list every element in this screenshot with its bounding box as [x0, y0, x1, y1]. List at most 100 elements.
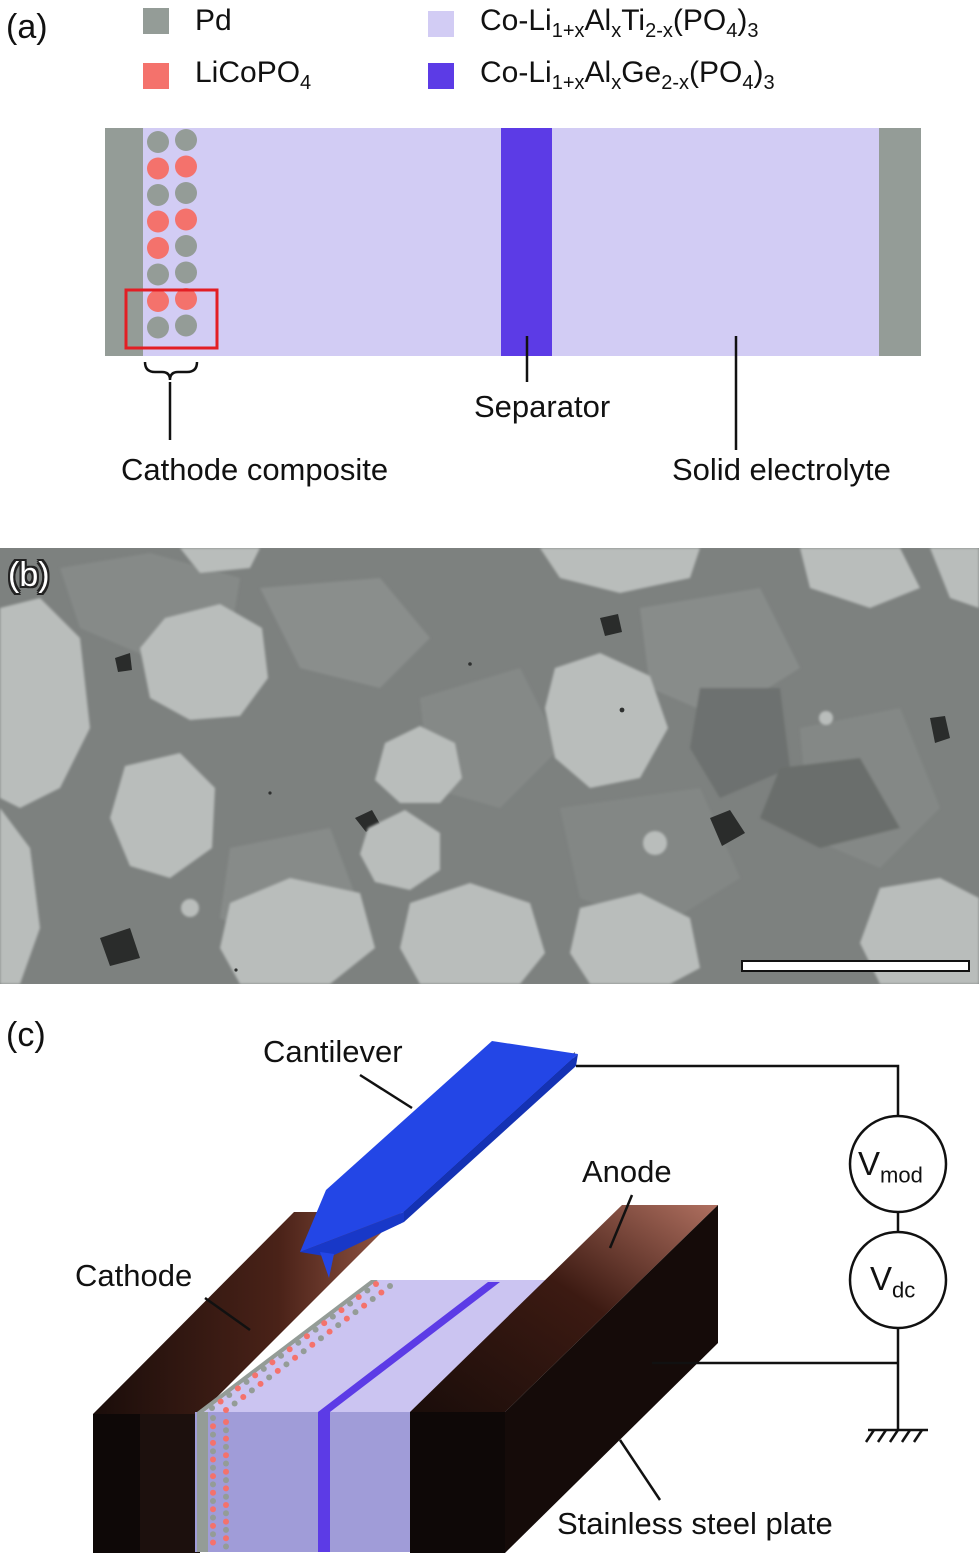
cathode-brace — [143, 361, 199, 381]
pd-particle — [329, 1313, 336, 1320]
licopo4-particle — [338, 1307, 345, 1314]
licopo4-particle — [269, 1359, 276, 1366]
licopo4-particle — [210, 1439, 216, 1446]
licopo4-particle — [274, 1367, 281, 1374]
legend-label-lagp: Co-Li1+xAlxGe2-x(PO4)3 — [480, 56, 775, 94]
separator-front — [318, 1412, 330, 1552]
pd-particle — [210, 1431, 216, 1438]
legend-item-pd: Pd — [143, 4, 232, 38]
pd-particle — [223, 1493, 229, 1500]
licopo4-particle — [286, 1346, 293, 1353]
pd-particle — [243, 1378, 250, 1385]
sem-bright-grains — [0, 548, 979, 984]
pd-particle — [223, 1443, 229, 1450]
licopo4-particle — [378, 1289, 385, 1296]
licopo4-particle — [355, 1294, 362, 1301]
licopo4-particle — [361, 1302, 368, 1309]
highlight-box — [124, 288, 219, 350]
pd-particle — [226, 1391, 233, 1398]
licopo4-particle — [257, 1380, 264, 1387]
sem-image — [0, 548, 979, 984]
pd-particle — [210, 1464, 216, 1471]
licopo4-particle — [210, 1506, 216, 1513]
anode-top-strip — [446, 1282, 626, 1412]
separator-top — [318, 1282, 500, 1412]
pd-particle — [175, 261, 197, 284]
cathode-composite-label: Cathode composite — [121, 452, 389, 487]
separator-label: Separator — [474, 389, 611, 424]
pd-particle — [295, 1339, 302, 1346]
pd-particle — [223, 1477, 229, 1484]
pd-particle — [352, 1309, 359, 1316]
pd-particle — [147, 131, 169, 153]
pd-particle — [278, 1352, 285, 1359]
electrolyte-top — [204, 1280, 626, 1412]
cell-schematic-a — [105, 128, 921, 450]
legend-label-latp: Co-Li1+xAlxTi2-x(PO4)3 — [480, 4, 759, 42]
licopo4-particle — [223, 1502, 229, 1508]
pd-particle — [347, 1300, 354, 1307]
pd-particle — [300, 1348, 307, 1355]
licopo4-particle — [321, 1320, 328, 1327]
licopo4-particle — [223, 1419, 229, 1425]
licopo4-particle — [223, 1535, 229, 1542]
licopo4-particle — [240, 1393, 247, 1400]
sem-micrograph — [0, 548, 979, 984]
licopo4-particle — [223, 1435, 229, 1442]
cantilever-tip — [320, 1252, 334, 1278]
panel-label-c: (c) — [6, 1016, 46, 1054]
pd-particle — [248, 1387, 255, 1394]
pd-particle — [387, 1283, 393, 1289]
licopo4-particle — [223, 1518, 229, 1525]
pd-particle — [210, 1481, 216, 1488]
cantilever-label: Cantilever — [263, 1034, 403, 1069]
cathode-pd-front — [197, 1412, 208, 1552]
pd-particle — [369, 1296, 376, 1303]
solid-electrolyte-label: Solid electrolyte — [672, 452, 891, 487]
legend-swatch-licopo4 — [143, 62, 169, 89]
legend-swatch-latp — [428, 10, 454, 37]
licopo4-particle — [223, 1485, 229, 1492]
licopo4-particle — [303, 1333, 310, 1340]
licopo4-particle — [343, 1315, 350, 1322]
pd-particle — [260, 1365, 267, 1372]
legend-label-pd: Pd — [195, 4, 232, 37]
pd-particle — [147, 263, 169, 286]
panel-label-b: (b) — [8, 556, 50, 594]
licopo4-particle — [223, 1407, 229, 1413]
pd-particle — [283, 1361, 290, 1368]
pd-particle — [210, 1415, 216, 1421]
anode-label: Anode — [582, 1154, 672, 1189]
cantilever-leader — [359, 1073, 413, 1110]
licopo4-particle — [175, 288, 197, 310]
licopo4-particle — [147, 290, 169, 312]
pd-particle — [335, 1322, 342, 1329]
cell-front-face — [195, 1412, 454, 1552]
legend-item-licopo4: LiCoPO4 — [143, 56, 311, 95]
vmod-label: Vmod — [858, 1145, 923, 1188]
vdc-label: Vdc — [870, 1260, 916, 1303]
pd-particle — [210, 1514, 216, 1521]
licopo4-particle — [210, 1473, 216, 1480]
licopo4-particle — [210, 1489, 216, 1496]
pd-particle — [231, 1400, 238, 1407]
licopo4-particle — [234, 1385, 241, 1392]
licopo4-particle — [175, 208, 197, 231]
pd-particle — [209, 1405, 215, 1411]
sem-specks — [234, 662, 625, 972]
pd-right-electrode — [879, 128, 921, 356]
licopo4-particle — [175, 155, 197, 178]
pd-particle — [266, 1374, 273, 1381]
licopo4-particle — [373, 1281, 379, 1287]
pd-particle — [312, 1326, 319, 1333]
anode-leader — [608, 1194, 634, 1249]
pd-particle — [210, 1531, 216, 1538]
stainless-steel-plate-label: Stainless steel plate — [557, 1506, 833, 1541]
licopo4-particle — [223, 1468, 229, 1475]
cathode-pd-top — [197, 1280, 378, 1412]
licopo4-particle — [309, 1341, 316, 1348]
legend-swatch-pd — [143, 8, 169, 34]
pd-particle — [317, 1335, 324, 1342]
licopo4-particle — [292, 1354, 299, 1361]
licopo4-particle — [210, 1522, 216, 1529]
